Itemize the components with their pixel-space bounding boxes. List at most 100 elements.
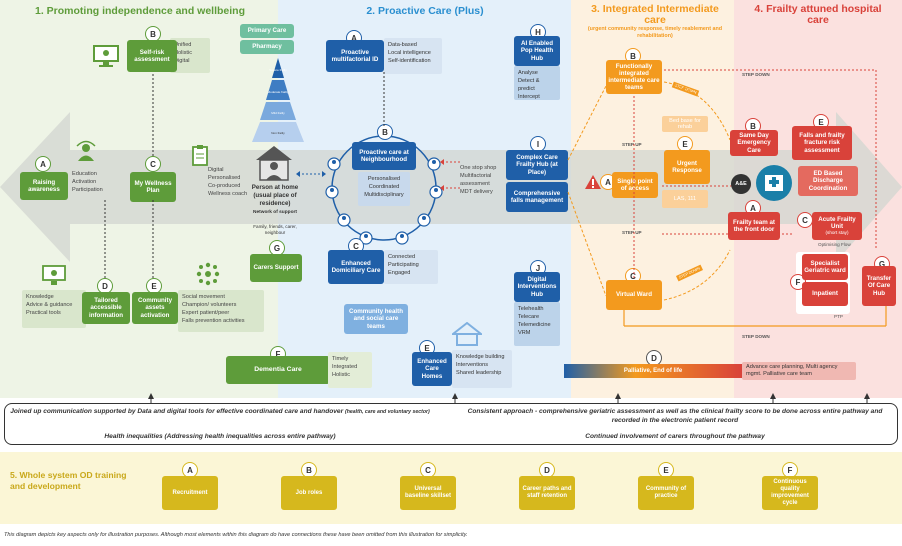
person-wifi-icon (74, 140, 98, 162)
item: Practical tools (26, 310, 61, 317)
dementia-items: Timely Integrated Holistic (328, 352, 372, 388)
digital-hub-items: Telehealth Telecare Telemedicine VRM (514, 302, 560, 346)
od-quality-improvement[interactable]: Continuous quality improvement cycle (762, 476, 818, 510)
frailty-front-door[interactable]: Frailty team at the front door (728, 212, 780, 240)
letter-e: E (677, 136, 693, 152)
step-down-label-2: STEP DOWN (742, 334, 770, 339)
functionally-integrated-teams[interactable]: Functionally integrated intermediate car… (606, 60, 662, 94)
od-job-roles[interactable]: Job roles (281, 476, 337, 510)
item: Digital (174, 58, 190, 65)
proactive-id-items: Data-based Local intelligence Self-ident… (384, 38, 442, 74)
item: Interventions (456, 362, 489, 369)
care-home-icon (452, 322, 482, 346)
step-up-label-2: STEP UP (622, 230, 642, 235)
my-wellness-plan[interactable]: My Wellness Plan (130, 172, 176, 202)
ed-discharge-coordination[interactable]: ED Based Discharge Coordination (798, 166, 858, 196)
palliative-label: Palliative, End of life (623, 368, 683, 374)
item: Wellness coach (208, 191, 248, 198)
pharmacy[interactable]: Pharmacy (240, 40, 294, 54)
single-point-of-access[interactable]: Single point of access (612, 172, 658, 198)
falls-fracture-risk-assessment[interactable]: Falls and frailty fracture risk assessme… (792, 126, 852, 160)
note-consistent-approach: Consistent approach - comprehensive geri… (467, 408, 883, 424)
ai-pop-health-hub[interactable]: AI Enabled Pop Health Hub (514, 36, 560, 66)
item: Champion/ volunteers (182, 302, 237, 309)
warning-icon (584, 174, 602, 190)
step-up-label: STEP UP (622, 142, 642, 147)
primary-care[interactable]: Primary Care (240, 24, 294, 38)
item: Engaged (388, 270, 411, 277)
item: Coordinated (368, 184, 400, 191)
las-111[interactable]: LAS, 111 (662, 190, 708, 208)
item: Personalised (208, 175, 241, 182)
ptp-label: PTP (834, 314, 843, 319)
community-assets-activation[interactable]: Community assets activation (132, 292, 178, 324)
item: Self-identification (388, 58, 431, 65)
od-title: 5. Whole system OD training and developm… (10, 470, 127, 492)
acute-frailty-label: Acute Frailty Unit (818, 216, 856, 231)
same-day-emergency-care[interactable]: Same Day Emergency Care (730, 130, 778, 156)
od-community-practice[interactable]: Community of practice (638, 476, 694, 510)
item: Holistic (332, 372, 351, 379)
acute-frailty-unit[interactable]: Acute Frailty Unit (short stay) (812, 212, 862, 240)
pyramid-label-severe: Severe frailty (269, 68, 287, 72)
note-joined-up: Joined up communication supported by Dat… (10, 408, 430, 417)
optimising-flow: Optimising Flow (818, 242, 851, 247)
inpatient[interactable]: Inpatient (802, 282, 848, 306)
urgent-response[interactable]: Urgent Response (664, 150, 710, 184)
raising-awareness[interactable]: Raising awareness (20, 172, 68, 200)
od-career-paths[interactable]: Career paths and staff retention (519, 476, 575, 510)
team-member-icons (325, 157, 443, 245)
item: Knowledge (26, 294, 54, 300)
complex-care-frailty-hub[interactable]: Complex Care Frailty Hub (at Place) (506, 150, 568, 180)
item: Multifactorial assessment (460, 173, 492, 188)
note-health-inequalities: Health inequalities (Addressing health i… (104, 433, 336, 440)
proactive-multifactorial-id[interactable]: Proactive multifactorial ID (326, 40, 384, 72)
item: Knowledge building (456, 354, 505, 360)
item: Activation (72, 179, 97, 186)
neighbourhood-items: Personalised Coordinated Multidisciplina… (358, 172, 410, 206)
digital-interventions-hub[interactable]: Digital Interventions Hub (514, 272, 560, 302)
od-recruitment[interactable]: Recruitment (162, 476, 218, 510)
complex-hub-items: One stop shop Multifactorial assessment … (460, 164, 508, 196)
letter-e: E (658, 462, 674, 478)
domiciliary-items: Connected Participating Engaged (384, 250, 438, 284)
connector-line (104, 200, 154, 280)
comprehensive-falls-management[interactable]: Comprehensive falls management (506, 182, 568, 212)
connector-line (152, 74, 154, 158)
notes-panel (4, 403, 898, 445)
tailored-information[interactable]: Tailored accessible information (82, 292, 130, 324)
computer-icon (93, 44, 119, 68)
section-title-1: 1. Promoting independence and wellbeing (34, 5, 246, 17)
palliative-extra: Advance care planning, Multi agency mgmt… (742, 362, 856, 380)
palliative-bar[interactable]: Palliative, End of life (564, 364, 742, 378)
footer-disclaimer: This diagram depicts key aspects only fo… (4, 532, 468, 538)
clipboard-icon (190, 144, 210, 166)
enhanced-domiciliary-care[interactable]: Enhanced Domiciliary Care (328, 250, 384, 284)
network-support-text: Family, friends, carer, neighbour (253, 224, 297, 235)
acute-frailty-sub: (short stay) (825, 230, 849, 236)
proactive-care-neighbourhood[interactable]: Proactive care at Neighbourhood (352, 142, 416, 170)
community-people-icon (196, 262, 220, 286)
community-health-social-care-teams[interactable]: Community health and social care teams (344, 304, 408, 334)
od-baseline-skillset[interactable]: Universal baseline skillset (400, 476, 456, 510)
carers-support[interactable]: Carers Support (250, 254, 302, 282)
hospital-icon (754, 164, 794, 202)
virtual-ward[interactable]: Virtual Ward (606, 280, 662, 310)
dementia-care[interactable]: Dementia Care (226, 356, 330, 384)
specialist-geriatric-ward[interactable]: Specialist Geriatric ward (802, 254, 848, 280)
ane-node[interactable]: A&E (731, 174, 751, 194)
enhanced-care-homes[interactable]: Enhanced Care Homes (412, 352, 452, 386)
up-arrows (148, 393, 870, 403)
item: Timely (332, 356, 349, 362)
pathway-connectors (567, 69, 887, 327)
bed-base-rehab[interactable]: Bed base for rehab (662, 116, 708, 132)
item: Digital (208, 167, 224, 173)
section-title-2: 2. Proactive Care (Plus) (366, 5, 484, 17)
item: VRM (518, 330, 531, 337)
transfer-of-care-hub[interactable]: Transfer Of Care Hub (862, 266, 896, 306)
item: Data-based (388, 42, 417, 48)
step-down-label: STEP DOWN (742, 72, 770, 77)
self-risk-assessment[interactable]: Self-risk assessment (127, 40, 177, 72)
care-homes-items: Knowledge building Interventions Shared … (452, 350, 512, 388)
item: Participation (72, 187, 103, 194)
